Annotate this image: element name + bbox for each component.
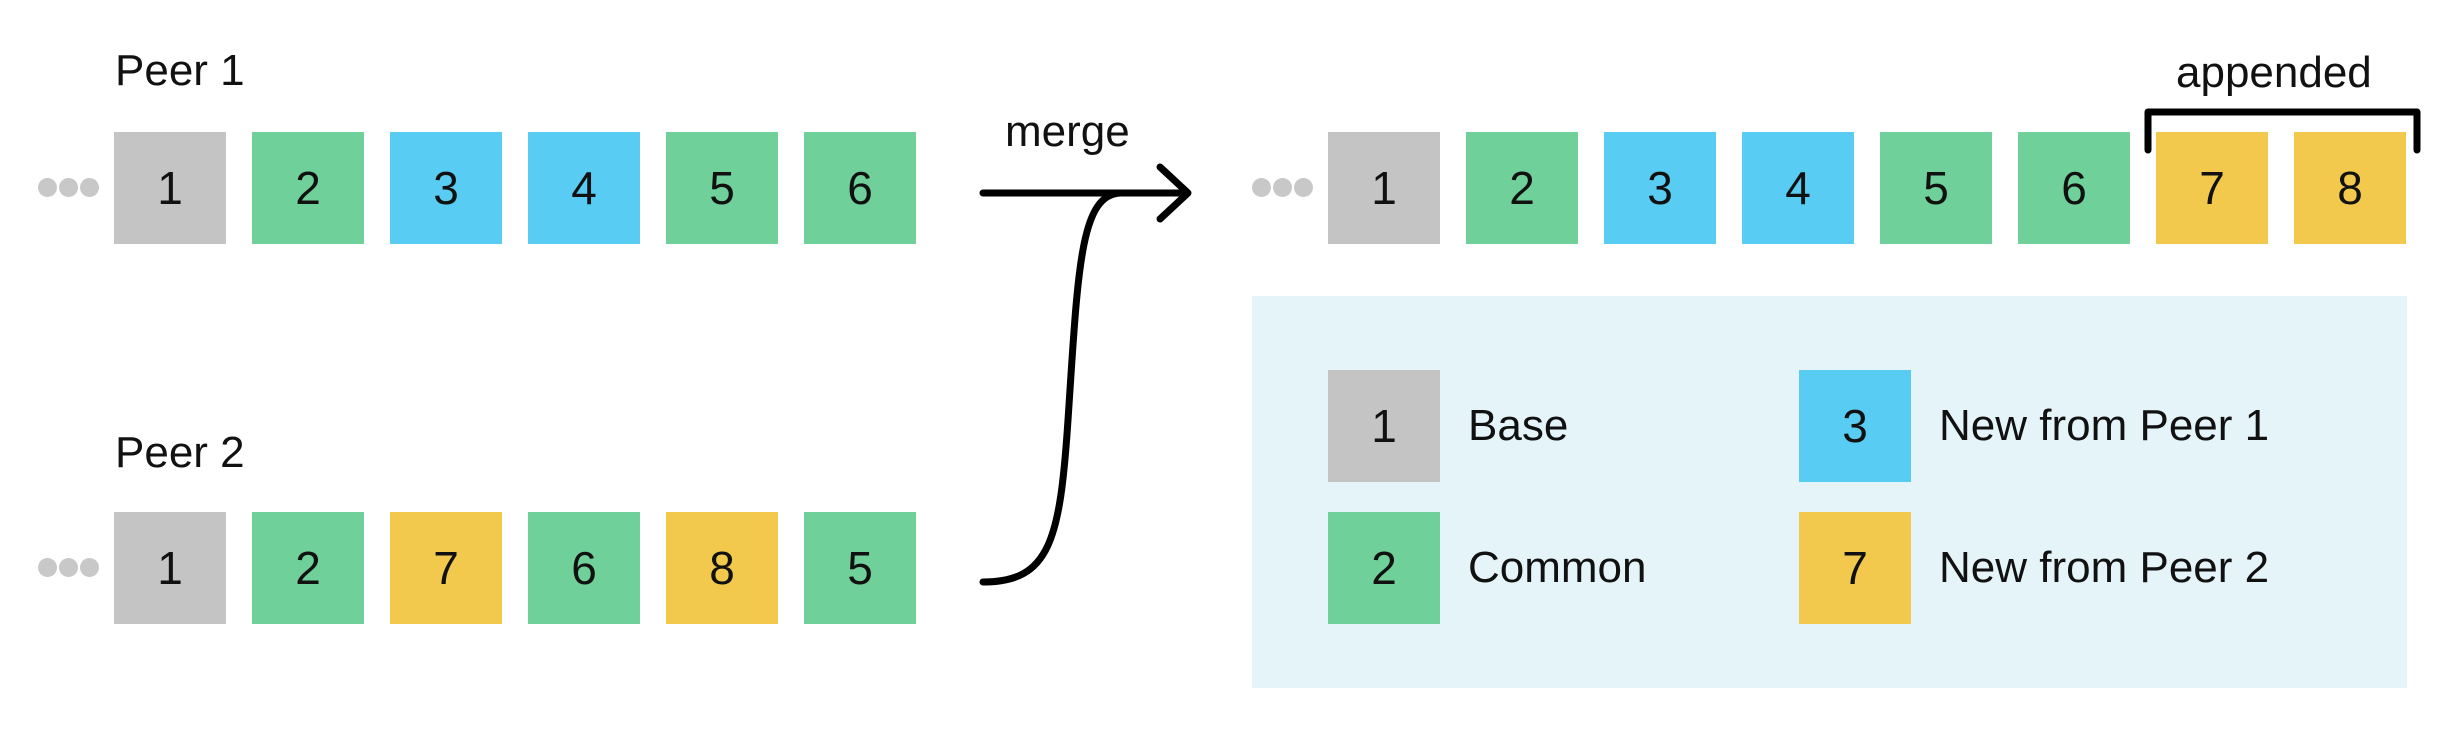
result-item-box: 4 — [1742, 132, 1854, 244]
peer2-item-box: 2 — [252, 512, 364, 624]
peer1-boxes: 1 2 3 4 5 6 — [114, 132, 916, 244]
legend-panel: 1 Base 3 New from Peer 1 2 Common 7 New … — [1252, 296, 2407, 688]
peer2-item-box: 1 — [114, 512, 226, 624]
peer1-item-box: 6 — [804, 132, 916, 244]
result-item-box: 2 — [1466, 132, 1578, 244]
result-item-box: 7 — [2156, 132, 2268, 244]
result-item-box: 5 — [1880, 132, 1992, 244]
legend-item-peer1: 3 New from Peer 1 — [1799, 370, 2269, 482]
peer1-item-box: 2 — [252, 132, 364, 244]
legend-item-base: 1 Base — [1328, 370, 1568, 482]
peer2-item-box: 5 — [804, 512, 916, 624]
result-item-box: 8 — [2294, 132, 2406, 244]
peer1-item-box: 1 — [114, 132, 226, 244]
legend-label-base: Base — [1468, 401, 1569, 450]
appended-label: appended — [2176, 48, 2372, 97]
legend-label-peer2: New from Peer 2 — [1939, 543, 2270, 592]
merge-label: merge — [1005, 107, 1130, 156]
ellipsis-icon — [1252, 132, 1328, 244]
peer2-sequence: 1 2 7 6 8 5 — [38, 512, 916, 624]
legend-swatch-peer1: 3 — [1799, 370, 1911, 482]
legend-item-peer2: 7 New from Peer 2 — [1799, 512, 2269, 624]
peer1-label: Peer 1 — [115, 46, 245, 95]
result-item-box: 3 — [1604, 132, 1716, 244]
peer2-label: Peer 2 — [115, 428, 245, 477]
legend-swatch-peer2: 7 — [1799, 512, 1911, 624]
peer1-item-box: 5 — [666, 132, 778, 244]
peer1-item-box: 3 — [390, 132, 502, 244]
result-boxes: 1 2 3 4 5 6 7 8 — [1328, 132, 2406, 244]
result-sequence: 1 2 3 4 5 6 7 8 — [1252, 132, 2406, 244]
legend-label-common: Common — [1468, 543, 1647, 592]
legend-item-common: 2 Common — [1328, 512, 1647, 624]
result-item-box: 1 — [1328, 132, 1440, 244]
legend-swatch-base: 1 — [1328, 370, 1440, 482]
peer2-item-box: 7 — [390, 512, 502, 624]
legend-swatch-common: 2 — [1328, 512, 1440, 624]
result-item-box: 6 — [2018, 132, 2130, 244]
peer1-sequence: 1 2 3 4 5 6 — [38, 132, 916, 244]
ellipsis-icon — [38, 132, 114, 244]
ellipsis-icon — [38, 512, 114, 624]
merge-arrow-head-icon — [1156, 163, 1192, 223]
peer2-merge-curve — [979, 189, 1124, 586]
legend-label-peer1: New from Peer 1 — [1939, 401, 2270, 450]
peer2-boxes: 1 2 7 6 8 5 — [114, 512, 916, 624]
peer2-item-box: 8 — [666, 512, 778, 624]
peer1-item-box: 4 — [528, 132, 640, 244]
peer2-item-box: 6 — [528, 512, 640, 624]
